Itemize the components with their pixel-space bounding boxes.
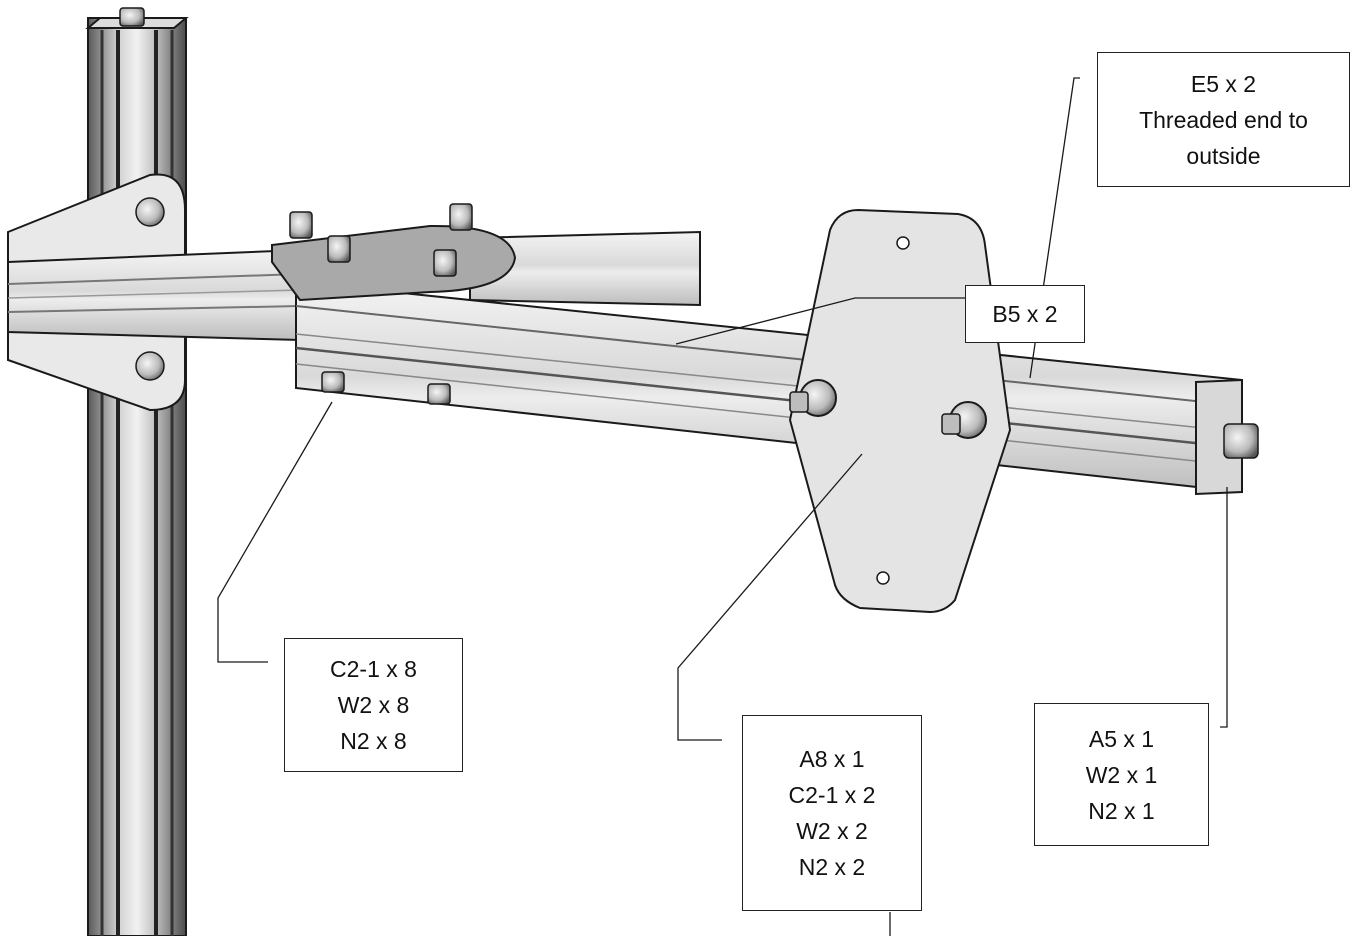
callout-e5-line-1: E5 x 2: [1190, 70, 1257, 97]
leader-a8: [677, 453, 863, 741]
callout-a8-line-3: W2 x 2: [796, 818, 868, 844]
callout-b5-line-1: B5 x 2: [992, 301, 1058, 327]
leader-b5: [675, 297, 965, 345]
horizontal-bar: [7, 248, 301, 342]
callout-c2-left-line-2: W2 x 8: [337, 692, 410, 718]
callout-a8-line-1: A8 x 1: [799, 746, 865, 772]
leader-a5: [1220, 487, 1228, 728]
callout-a5-line-2: W2 x 1: [1085, 761, 1158, 788]
callout-a5-line-3: N2 x 1: [1088, 797, 1155, 824]
leader-e5: [1029, 77, 1080, 379]
callout-a5-line-1: A5 x 1: [1088, 725, 1155, 752]
callout-a5: A5 x 1 W2 x 1 N2 x 1: [1034, 703, 1209, 846]
callout-a8-line-2: C2-1 x 2: [788, 782, 876, 808]
callout-e5-line-2: Threaded end to: [1139, 106, 1308, 133]
mounting-plate: [788, 208, 1012, 614]
clamp-plate: [271, 203, 517, 405]
callout-b5: B5 x 2: [965, 285, 1085, 343]
callout-c2-left-line-3: N2 x 8: [340, 728, 407, 754]
callout-c2-left: C2-1 x 8 W2 x 8 N2 x 8: [284, 638, 463, 772]
callout-e5: E5 x 2 Threaded end to outside: [1097, 52, 1350, 187]
leader-c2-left: [217, 401, 333, 663]
leader-lines: [217, 77, 1228, 936]
callout-a8-line-4: N2 x 2: [798, 854, 866, 880]
callout-e5-line-3: outside: [1186, 142, 1261, 169]
callout-a8: A8 x 1 C2-1 x 2 W2 x 2 N2 x 2: [742, 715, 922, 911]
callout-c2-left-line-1: C2-1 x 8: [330, 656, 417, 682]
vertical-post: [85, 7, 189, 937]
